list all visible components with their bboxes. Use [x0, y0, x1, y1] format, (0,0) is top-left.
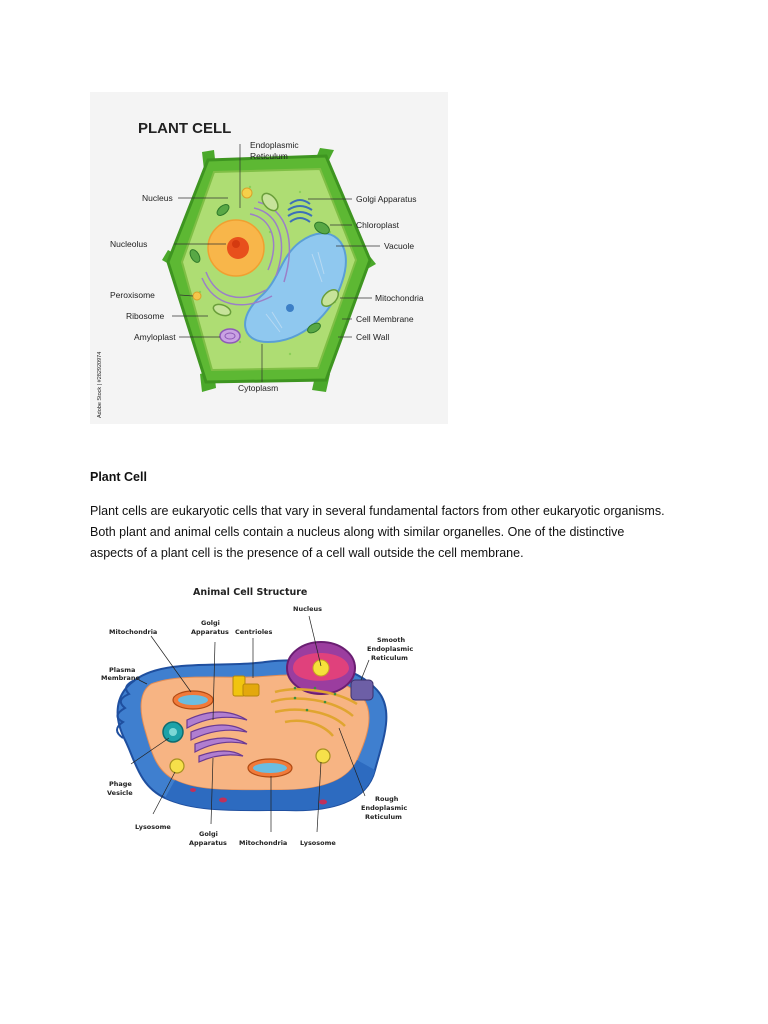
label-vacuole: Vacuole — [384, 241, 414, 251]
label-nucleus: Nucleus — [293, 605, 322, 613]
label-golgi: Golgi Apparatus — [356, 194, 416, 204]
label-cell-membrane: Cell Membrane — [356, 314, 414, 324]
body-line: Both plant and animal cells contain a nu… — [90, 525, 625, 539]
label-smooth-er-2: Endoplasmic — [367, 645, 413, 653]
label-phage-2: Vesicle — [107, 789, 133, 797]
label-centrioles: Centrioles — [235, 628, 272, 636]
label-mitochondria-bottom: Mitochondria — [239, 839, 287, 847]
label-rough-er-1: Rough — [375, 795, 399, 803]
label-smooth-er-1: Smooth — [377, 636, 405, 644]
label-golgi-bottom-1: Golgi — [199, 830, 218, 838]
lysosomes — [169, 748, 331, 774]
label-peroxisome: Peroxisome — [110, 290, 155, 300]
animal-leader-lines — [130, 615, 370, 833]
label-amyloplast: Amyloplast — [134, 332, 176, 342]
section-heading: Plant Cell — [90, 470, 147, 484]
label-nucleolus: Nucleolus — [110, 239, 147, 249]
animal-cell-title: Animal Cell Structure — [193, 587, 307, 598]
amyloplast — [219, 328, 241, 344]
golgi-apparatus — [287, 199, 313, 223]
label-cell-wall: Cell Wall — [356, 332, 389, 342]
label-cytoplasm: Cytoplasm — [238, 383, 278, 393]
label-rough-er-3: Reticulum — [365, 813, 402, 821]
label-smooth-er-3: Reticulum — [371, 654, 408, 662]
plant-cell-diagram: PLANT CELL Adobe Stock | #282920974 — [90, 92, 448, 424]
label-ribosome: Ribosome — [126, 311, 165, 321]
plant-cell-title: PLANT CELL — [138, 120, 231, 137]
label-lysosome-bottom: Lysosome — [300, 839, 336, 847]
animal-cell-diagram: Animal Cell Structure — [95, 580, 425, 855]
mitochondria — [212, 192, 339, 317]
label-golgi-bottom-2: Apparatus — [189, 839, 227, 847]
label-endoplasmic-2: Reticulum — [250, 151, 288, 161]
body-line: aspects of a plant cell is the presence … — [90, 546, 524, 560]
rough-er — [270, 688, 358, 737]
image-credit: Adobe Stock | #282920974 — [97, 352, 103, 418]
section-body: Plant cells are eukaryotic cells that va… — [90, 501, 690, 564]
vacuole-dot — [286, 304, 294, 312]
label-mitochondria-top: Mitochondria — [109, 628, 157, 636]
label-plasma-1: Plasma — [109, 666, 135, 674]
golgi-apparatus — [186, 711, 248, 763]
label-chloroplast: Chloroplast — [356, 220, 400, 230]
body-line: Plant cells are eukaryotic cells that va… — [90, 504, 665, 518]
label-phage-1: Phage — [109, 780, 132, 788]
label-golgi-top-2: Apparatus — [191, 628, 229, 636]
chloroplasts — [189, 204, 330, 334]
smooth-er — [350, 679, 374, 701]
peroxisome — [192, 291, 202, 301]
label-lysosome-left: Lysosome — [135, 823, 171, 831]
nucleolus — [227, 237, 249, 259]
nucleolus — [312, 659, 330, 677]
label-nucleus: Nucleus — [142, 193, 173, 203]
label-plasma-2: Membrane — [101, 674, 141, 682]
label-golgi-top-1: Golgi — [201, 619, 220, 627]
label-endoplasmic-1: Endoplasmic — [250, 140, 299, 150]
plant-leader-lines — [172, 144, 380, 382]
label-rough-er-2: Endoplasmic — [361, 804, 407, 812]
membrane-vesicles — [190, 788, 327, 805]
label-mitochondria: Mitochondria — [375, 293, 424, 303]
centrioles — [232, 675, 260, 697]
